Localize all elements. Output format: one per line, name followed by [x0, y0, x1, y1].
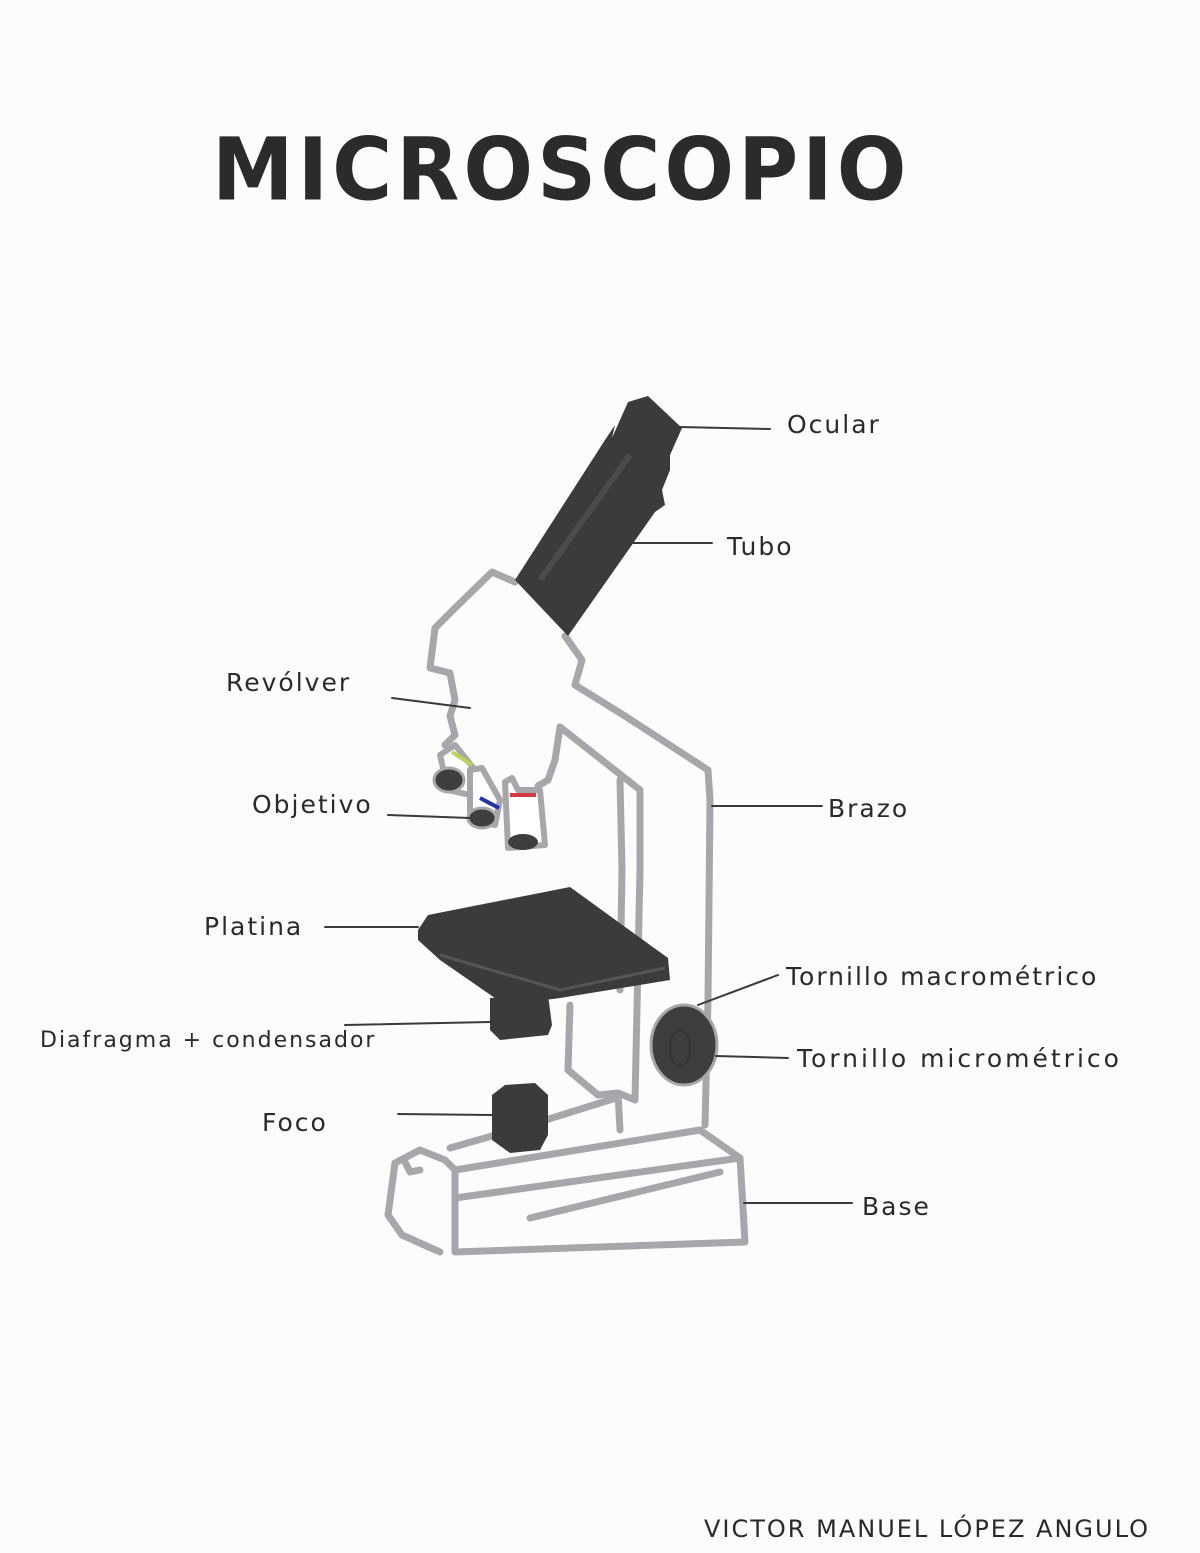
- focus-knobs: [649, 1003, 719, 1087]
- page-title: MICROSCOPIO: [212, 120, 911, 221]
- tube-and-eyepiece: [515, 396, 682, 636]
- leader-lines: [324, 426, 853, 1204]
- label-tubo: Tubo: [727, 532, 794, 561]
- light-source: [492, 1083, 548, 1153]
- condenser: [490, 995, 552, 1040]
- label-platina: Platina: [204, 912, 304, 941]
- label-tornillo-macrometrico: Tornillo macrométrico: [786, 962, 1099, 991]
- microscope-arm-outline: [426, 568, 714, 1152]
- label-objetivo: Objetivo: [252, 790, 373, 819]
- objectives: [432, 742, 548, 851]
- label-ocular: Ocular: [787, 410, 881, 439]
- label-diafragma-condensador: Diafragma + condensador: [40, 1028, 377, 1053]
- label-base: Base: [862, 1192, 931, 1221]
- label-tornillo-micrometrico: Tornillo micrométrico: [797, 1044, 1122, 1073]
- stage: [418, 887, 670, 1005]
- microscope-base-outline: [384, 1126, 749, 1256]
- author-name: VICTOR MANUEL LÓPEZ ANGULO: [704, 1515, 1150, 1543]
- label-foco: Foco: [262, 1108, 328, 1137]
- label-brazo: Brazo: [828, 794, 910, 823]
- label-revolver: Revólver: [226, 668, 352, 697]
